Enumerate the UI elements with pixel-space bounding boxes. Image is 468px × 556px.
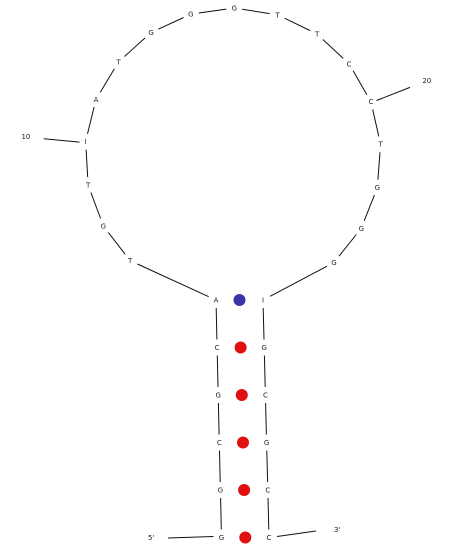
loop-nucleotide: T <box>85 182 91 190</box>
stem-right-nucleotide: C <box>267 534 272 542</box>
loop-nucleotide: G <box>375 184 380 192</box>
stem-right-nucleotide: G <box>264 439 269 447</box>
backbone-segment <box>124 37 146 57</box>
three-prime-tail <box>276 530 317 537</box>
loop-nucleotide: G <box>188 11 193 19</box>
loop-nucleotide: T <box>377 141 383 149</box>
backbone-segment <box>265 402 267 435</box>
loop-nucleotide: T <box>115 58 121 66</box>
loop-nucleotide: T <box>314 31 320 39</box>
backbone-segment <box>338 234 357 257</box>
backbone-segment <box>267 497 270 530</box>
backbone-segment <box>363 194 375 221</box>
backbone-segment <box>219 450 221 483</box>
backbone-segment <box>107 232 126 255</box>
loop-nucleotide: C <box>347 60 352 68</box>
backbone-segment <box>352 70 368 95</box>
base-pair-dot <box>237 436 249 449</box>
backbone-segment <box>263 355 266 388</box>
index-label: 20 <box>422 77 431 85</box>
backbone-segment <box>215 307 218 340</box>
index-tick <box>376 86 411 101</box>
backbone-segment <box>217 402 220 435</box>
index-ticks: 10 20 <box>21 77 431 143</box>
backbone-segment <box>269 265 328 297</box>
backbone-segment <box>158 17 184 30</box>
nucleotides: G G C G C A T G T I A T G G G T T C C T G G G I G C G C C <box>85 5 384 543</box>
five-prime-tail <box>167 536 214 539</box>
base-pair-dot <box>234 341 247 354</box>
backbone-segment <box>262 307 265 340</box>
loop-nucleotide: T <box>127 257 133 265</box>
stem-right-nucleotide: I <box>262 297 264 305</box>
stem-left-nucleotide: C <box>217 439 222 447</box>
base-pair-dot <box>239 531 252 544</box>
loop-nucleotide: C <box>368 98 373 106</box>
backbone-segment <box>85 149 89 178</box>
backbone-segment <box>242 8 270 15</box>
loop-nucleotide: G <box>148 29 153 37</box>
base-pair-dot <box>233 294 246 306</box>
backbone-segment <box>220 497 222 530</box>
backbone-segment <box>137 263 209 298</box>
loop-nucleotide: T <box>274 11 280 19</box>
backbone <box>85 8 381 539</box>
backbone-segment <box>99 68 115 93</box>
backbone-segment <box>90 192 102 219</box>
backbone-segment <box>266 450 269 483</box>
index-label: 10 <box>21 133 30 141</box>
stem-right-nucleotide: C <box>263 392 268 400</box>
stem-left-nucleotide: C <box>215 344 220 352</box>
loop-nucleotide: G <box>101 223 106 231</box>
stem-right-nucleotide: C <box>265 487 270 495</box>
backbone-segment <box>216 355 219 388</box>
backbone-segment <box>322 39 344 59</box>
stem-left-nucleotide: G <box>215 392 220 400</box>
five-prime-label: 5' <box>148 534 154 542</box>
stem-left-nucleotide: G <box>218 487 223 495</box>
backbone-segment <box>198 8 227 14</box>
backbone-segment <box>284 17 311 31</box>
loop-nucleotide: G <box>232 5 237 13</box>
stem-right-nucleotide: G <box>261 344 266 352</box>
loop-nucleotide: A <box>94 96 99 104</box>
backbone-segment <box>87 106 95 135</box>
stem-left-nucleotide: G <box>219 534 224 542</box>
base-pair-dot <box>235 389 248 401</box>
backbone-segment <box>372 109 380 137</box>
loop-nucleotide: I <box>85 138 87 146</box>
loop-nucleotide: G <box>359 225 364 233</box>
backbone-segment <box>377 152 381 180</box>
base-pairs <box>233 294 252 544</box>
three-prime-label: 3' <box>334 526 340 534</box>
base-pair-dot <box>238 484 251 496</box>
index-tick <box>43 138 80 143</box>
stem-left-nucleotide: A <box>214 297 219 305</box>
loop-nucleotide: G <box>331 259 336 267</box>
